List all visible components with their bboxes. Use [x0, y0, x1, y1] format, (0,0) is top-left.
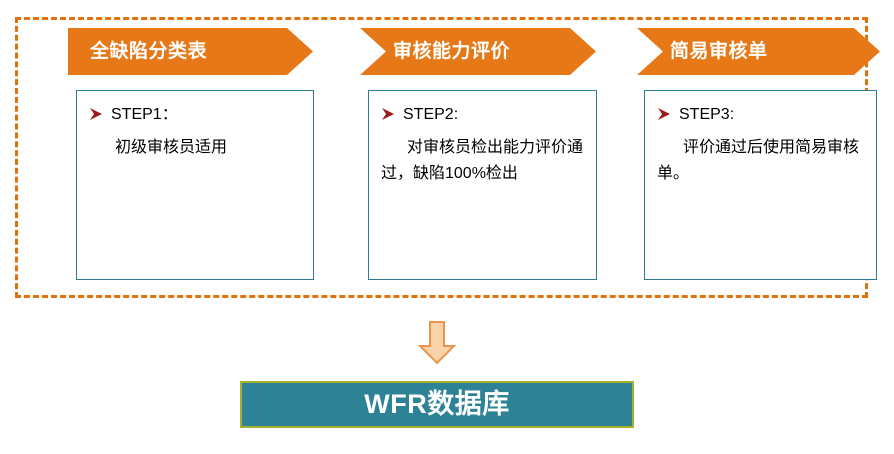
wfr-database-box[interactable]: WFR数据库 — [240, 381, 634, 428]
step-banner-2-label: 审核能力评价 — [393, 41, 511, 62]
step-banner-2[interactable]: 审核能力评价 — [360, 28, 596, 75]
down-arrow-icon — [413, 318, 461, 366]
step-3-body: 评价通过后使用简易审核单。 — [657, 139, 860, 182]
step-content-box-2: STEP2: 对审核员检出能力评价通过，缺陷100%检出 — [368, 90, 597, 280]
step-content-box-1: STEP1： 初级审核员适用 — [76, 90, 314, 280]
step-banner-3-label: 简易审核单 — [670, 41, 768, 62]
step-content-box-3: STEP3: 评价通过后使用简易审核单。 — [644, 90, 877, 280]
arrow-bullet-icon — [657, 107, 673, 125]
step-banner-1[interactable]: 全缺陷分类表 — [68, 28, 313, 75]
step-2-title: STEP2: — [403, 106, 459, 123]
arrow-bullet-icon — [381, 107, 397, 125]
step-2-heading: STEP2: — [381, 105, 586, 125]
arrow-bullet-icon — [89, 107, 105, 125]
wfr-database-label: WFR数据库 — [364, 389, 510, 419]
step-banner-1-label: 全缺陷分类表 — [90, 41, 208, 62]
step-2-body: 对审核员检出能力评价通过，缺陷100%检出 — [381, 139, 584, 182]
step-1-title: STEP1： — [111, 106, 178, 123]
step-1-body: 初级审核员适用 — [115, 139, 228, 156]
step-banner-3[interactable]: 简易审核单 — [637, 28, 880, 75]
step-3-heading: STEP3: — [657, 105, 866, 125]
step-1-heading: STEP1： — [89, 105, 303, 125]
step-3-title: STEP3: — [679, 106, 735, 123]
